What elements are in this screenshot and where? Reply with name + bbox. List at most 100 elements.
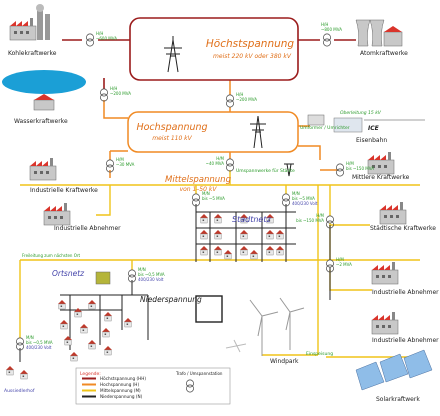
coal-label: Kohlekraftwerke bbox=[8, 50, 57, 57]
industrial-consumers-3-label: Industrielle Abnehmer bbox=[372, 337, 439, 344]
legend-item-label: Niederspannung (N) bbox=[100, 394, 143, 399]
nuclear-label: Atomkraftwerke bbox=[360, 50, 408, 57]
house-icon bbox=[239, 245, 249, 256]
legend-item-label: Mittelspannung (M) bbox=[100, 388, 141, 393]
windpark-label: Windpark bbox=[270, 358, 299, 365]
medium-plants-label: Mittlere Kraftwerke bbox=[352, 174, 410, 181]
hh-lines bbox=[62, 39, 356, 90]
city-plants-label: Städtische Kraftwerke bbox=[370, 225, 436, 232]
transformer-label: ~2 MVA bbox=[336, 262, 352, 267]
transformer-label: H/H bbox=[96, 31, 103, 36]
solar-icon bbox=[355, 349, 433, 391]
transformer-label: bis ~150 MVA bbox=[346, 166, 374, 171]
transformer-label: bis ~150 MVA bbox=[296, 218, 324, 223]
transformer-label: bis ~0,5 MVA bbox=[26, 340, 53, 345]
rail-icon bbox=[307, 114, 425, 133]
transformer-label: ~200 MVA bbox=[236, 97, 257, 102]
transformer-icon bbox=[226, 158, 234, 172]
house-icon bbox=[199, 229, 209, 240]
transformer-label: ~40 MVA bbox=[206, 161, 225, 166]
mv-subtitle: von 1–50 kV bbox=[180, 186, 218, 193]
transformer-icon bbox=[226, 94, 234, 108]
local-network-label: Ortsnetz bbox=[52, 269, 85, 278]
house-icon bbox=[103, 311, 113, 322]
transformer-label: 400/230 Volt bbox=[26, 345, 52, 350]
trafo-station-icon bbox=[195, 295, 223, 323]
house-icon bbox=[275, 229, 285, 240]
coal-plant-icon bbox=[9, 4, 50, 41]
transformer-label: M/N bbox=[202, 191, 210, 196]
pylon-icon bbox=[250, 115, 266, 149]
transformer-label: bis ~0,5 MVA bbox=[138, 272, 165, 277]
legend-item-label: Höchstspannung (HH) bbox=[100, 376, 146, 381]
industrial-plants-label: Industrielle Kraftwerke bbox=[30, 187, 98, 194]
h-title: Hochspannung bbox=[136, 122, 207, 133]
hv-title: Höchstspannung bbox=[206, 38, 295, 50]
transformer-label: bis ~5 MVA bbox=[202, 196, 225, 201]
feed-in-label: Einspeisung bbox=[306, 351, 333, 357]
house-icon bbox=[101, 327, 111, 338]
transformer-label: bis ~5 MVA bbox=[292, 196, 315, 201]
transformer-label: ~30 MVA bbox=[116, 162, 135, 167]
transformer-label: H/M bbox=[336, 257, 344, 262]
transformer-label: H/H bbox=[321, 22, 328, 27]
farm-icon bbox=[19, 369, 29, 380]
rail-label: Eisenbahn bbox=[356, 137, 387, 144]
transformer-label: H/H bbox=[110, 86, 117, 91]
house-icon bbox=[199, 213, 209, 224]
hydro-plant-icon bbox=[2, 70, 86, 111]
transformer-label: H/H bbox=[236, 92, 243, 97]
house-icon bbox=[103, 345, 113, 356]
transformer-label: H/M bbox=[316, 213, 324, 218]
house-icon bbox=[123, 317, 133, 328]
freileitung-label: Freileitung zum nächsten Ort bbox=[22, 253, 81, 258]
ice-label: ICE bbox=[368, 125, 380, 132]
overhead-line-label: Oberleitung 15 kV bbox=[340, 110, 382, 116]
transformer-label: 400/230 Volt bbox=[138, 277, 164, 282]
transformer-label: H/M bbox=[346, 161, 354, 166]
industrial-consumer-2-icon bbox=[371, 261, 399, 285]
transformer-label: ~200 MVA bbox=[110, 91, 131, 96]
solar-label: Solarkraftwerk bbox=[376, 396, 420, 403]
industrial-consumers-label: Industrielle Abnehmer bbox=[54, 225, 121, 232]
transformer-label: ~800 MVA bbox=[321, 27, 342, 32]
transformer-label: M/N bbox=[26, 335, 34, 340]
house-icon bbox=[265, 245, 275, 256]
mv-title: Mittelspannung bbox=[165, 175, 232, 185]
hv-box bbox=[129, 17, 299, 81]
legend-title: Legende: bbox=[80, 371, 101, 377]
house-icon bbox=[223, 249, 233, 260]
industrial-consumers-2-label: Industrielle Abnehmer bbox=[372, 289, 439, 296]
legend: Legende: Höchstspannung (HH)Hochspannung… bbox=[75, 367, 231, 405]
transformer-icon bbox=[323, 33, 331, 47]
house-icon bbox=[213, 213, 223, 224]
transformer-label: H/M bbox=[116, 157, 124, 162]
local-houses bbox=[57, 299, 133, 362]
house-icon bbox=[87, 299, 97, 310]
house-icon bbox=[265, 229, 275, 240]
transformer-icon bbox=[100, 88, 108, 102]
windpark-icon bbox=[225, 297, 305, 356]
house-icon bbox=[79, 323, 89, 334]
house-icon bbox=[63, 335, 73, 346]
city-plant-icon bbox=[379, 201, 407, 225]
house-icon bbox=[59, 319, 69, 330]
h-subtitle: meist 110 kV bbox=[152, 135, 192, 142]
industrial-consumer-icon bbox=[43, 202, 71, 226]
nuclear-plant-icon bbox=[355, 19, 403, 47]
converter-label: Umformer / Umrichter bbox=[300, 125, 350, 131]
farm-icon bbox=[5, 365, 15, 376]
house-icon bbox=[239, 229, 249, 240]
city-network-label: Stadtnetz bbox=[232, 215, 271, 224]
farm-label: Aussiedlerhof bbox=[4, 388, 35, 394]
pylon-icon bbox=[284, 163, 294, 177]
h-box bbox=[127, 111, 299, 153]
house-icon bbox=[87, 339, 97, 350]
hydro-label: Wasserkraftwerke bbox=[14, 118, 68, 125]
substation-icon bbox=[95, 271, 111, 285]
transformer-label: M/N bbox=[138, 267, 146, 272]
house-icon bbox=[249, 249, 259, 260]
house-icon bbox=[57, 299, 67, 310]
